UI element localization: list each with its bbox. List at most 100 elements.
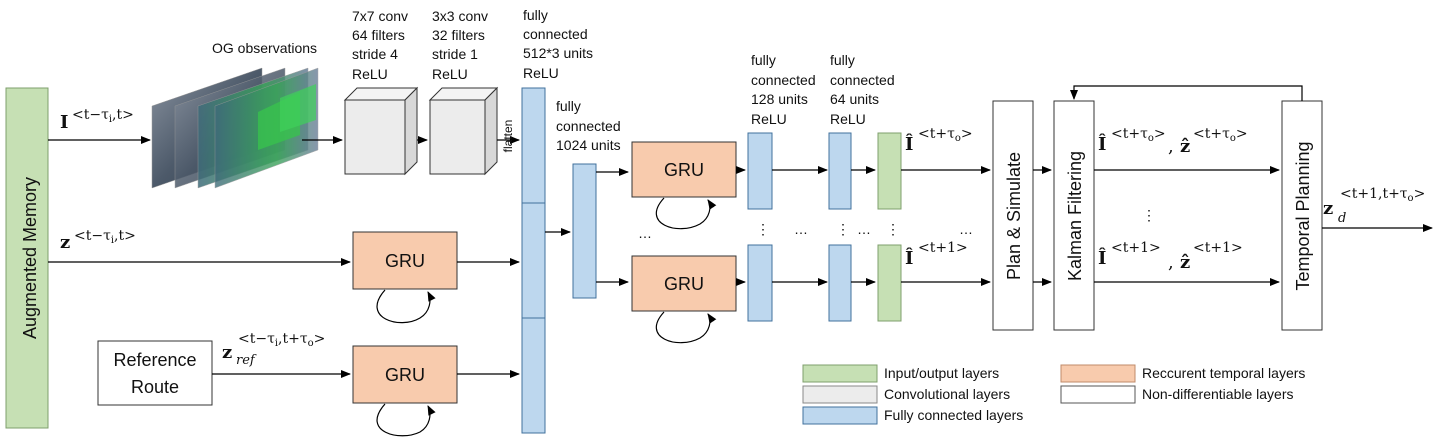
fc512-text: fully connected 512*3 units ReLU bbox=[523, 7, 593, 81]
output-bottom-label: Î <t+1> bbox=[905, 240, 968, 269]
temporal-planning-block: Temporal Planning bbox=[1281, 100, 1323, 331]
vdots-out: ⋮ bbox=[886, 221, 900, 237]
svg-text:GRU: GRU bbox=[664, 274, 704, 294]
augmented-memory-label: Augmented Memory bbox=[20, 177, 40, 339]
svg-text:<t+τo>: <t+τo> bbox=[918, 126, 973, 144]
svg-text:GRU: GRU bbox=[385, 251, 425, 271]
svg-text:ReLU: ReLU bbox=[523, 65, 559, 81]
svg-text:Î: Î bbox=[1098, 246, 1106, 269]
svg-text:Î: Î bbox=[905, 246, 913, 269]
legend-swatch-io bbox=[802, 364, 878, 383]
svg-text:3x3 conv: 3x3 conv bbox=[432, 8, 488, 24]
svg-text:fully: fully bbox=[556, 98, 581, 114]
conv1-text: 7x7 conv 64 filters stride 4 ReLU bbox=[352, 8, 408, 82]
fc64-top-block bbox=[828, 132, 852, 210]
svg-text:z: z bbox=[1323, 198, 1333, 219]
svg-text:<t+1>: <t+1> bbox=[1111, 240, 1161, 256]
svg-text:ReLU: ReLU bbox=[830, 111, 866, 127]
svg-text:stride 1: stride 1 bbox=[432, 46, 478, 62]
svg-text:1024 units: 1024 units bbox=[556, 137, 621, 153]
reference-route-block: Reference Route bbox=[97, 340, 213, 406]
kalman-block: Kalman Filtering bbox=[1053, 100, 1095, 331]
output-top-label: Î <t+τo> bbox=[905, 126, 973, 155]
svg-text:ReLU: ReLU bbox=[751, 111, 787, 127]
svg-text:,: , bbox=[1168, 252, 1174, 273]
svg-text:d: d bbox=[1338, 211, 1346, 226]
flatten-label: flatten bbox=[501, 120, 515, 153]
svg-text:<t−τi,t+τo>: <t−τi,t+τo> bbox=[238, 331, 325, 349]
input-z-label: z <t−τi,t> bbox=[60, 228, 136, 253]
svg-text:Kalman Filtering: Kalman Filtering bbox=[1065, 151, 1085, 281]
fc64-bottom-block bbox=[828, 244, 852, 322]
fc512-block bbox=[521, 87, 546, 434]
plan-simulate-block: Plan & Simulate bbox=[992, 100, 1034, 331]
legend-rnn-label: Reccurent temporal layers bbox=[1142, 365, 1305, 381]
svg-text:Î: Î bbox=[905, 132, 913, 155]
vdots-fc128: ⋮ bbox=[756, 221, 770, 237]
svg-text:7x7 conv: 7x7 conv bbox=[352, 8, 408, 24]
svg-text:Plan & Simulate: Plan & Simulate bbox=[1004, 152, 1024, 280]
fc1024-block bbox=[572, 163, 597, 299]
gru-top-block: GRU bbox=[631, 141, 737, 230]
svg-text:<t+1,t+τo>: <t+1,t+τo> bbox=[1340, 186, 1425, 204]
svg-text:fully: fully bbox=[830, 52, 855, 68]
legend-swatch-conv bbox=[802, 385, 878, 404]
svg-text:connected: connected bbox=[751, 72, 816, 88]
fc128-text: fully connected 128 units ReLU bbox=[751, 52, 816, 127]
svg-text:ẑ: ẑ bbox=[1180, 136, 1190, 157]
I-symbol: I bbox=[60, 112, 68, 133]
svg-text:128 units: 128 units bbox=[751, 91, 808, 107]
fc128-top-block bbox=[747, 132, 773, 210]
svg-text:connected: connected bbox=[830, 72, 895, 88]
dots-gru: … bbox=[638, 225, 652, 241]
svg-text:connected: connected bbox=[523, 26, 588, 42]
augmented-memory-block: Augmented Memory bbox=[5, 87, 49, 429]
legend-io-label: Input/output layers bbox=[884, 365, 999, 381]
og-observations-image bbox=[151, 67, 319, 189]
legend-fc-label: Fully connected layers bbox=[884, 407, 1023, 423]
legend-swatch-fc bbox=[802, 406, 878, 425]
output-bottom-block bbox=[877, 244, 902, 322]
conv2-text: 3x3 conv 32 filters stride 1 ReLU bbox=[432, 8, 488, 82]
svg-text:<t+1>: <t+1> bbox=[1193, 240, 1243, 256]
svg-text:<t+τo>: <t+τo> bbox=[1193, 126, 1248, 144]
gru-z-block: GRU bbox=[352, 231, 458, 324]
gru-bottom-block: GRU bbox=[631, 255, 737, 344]
og-observations-label: OG observations bbox=[212, 40, 317, 56]
kalman-top-label: Î <t+τo> , ẑ <t+τo> bbox=[1098, 126, 1248, 157]
legend-swatch-nondiff bbox=[1060, 385, 1136, 404]
z-superscript: <t−τi,t> bbox=[74, 228, 136, 246]
svg-text:connected: connected bbox=[556, 118, 621, 134]
svg-text:,: , bbox=[1168, 136, 1174, 157]
svg-text:Reference: Reference bbox=[113, 350, 196, 370]
svg-text:fully: fully bbox=[751, 52, 776, 68]
svg-text:ReLU: ReLU bbox=[352, 66, 388, 82]
zref-label: z <t−τi,t+τo> ref bbox=[222, 331, 325, 368]
fc128-bottom-block bbox=[747, 244, 773, 322]
svg-text:32 filters: 32 filters bbox=[432, 27, 485, 43]
svg-text:ReLU: ReLU bbox=[432, 66, 468, 82]
kalman-bottom-label: Î <t+1> , ẑ <t+1> bbox=[1098, 240, 1243, 273]
svg-text:ref: ref bbox=[236, 353, 257, 368]
I-superscript: <t−τi,t> bbox=[72, 107, 134, 125]
legend: Input/output layers Convolutional layers… bbox=[802, 364, 1305, 425]
svg-text:ẑ: ẑ bbox=[1180, 252, 1190, 273]
svg-text:Î: Î bbox=[1098, 132, 1106, 155]
svg-text:GRU: GRU bbox=[385, 365, 425, 385]
z-symbol: z bbox=[60, 232, 70, 253]
vdots-fc64: ⋮ bbox=[836, 221, 850, 237]
vdots-kalman: ⋮ bbox=[1142, 207, 1156, 223]
svg-text:Temporal Planning: Temporal Planning bbox=[1293, 141, 1313, 290]
input-I-label: I <t−τi,t> bbox=[60, 107, 134, 133]
legend-conv-label: Convolutional layers bbox=[884, 386, 1010, 402]
svg-text:512*3 units: 512*3 units bbox=[523, 45, 593, 61]
fc1024-text: fully connected 1024 units bbox=[556, 98, 621, 153]
legend-nondiff-label: Non-differentiable layers bbox=[1142, 386, 1294, 402]
svg-text:stride 4: stride 4 bbox=[352, 46, 398, 62]
fc64-text: fully connected 64 units ReLU bbox=[830, 52, 895, 127]
svg-text:<t+τo>: <t+τo> bbox=[1111, 126, 1166, 144]
svg-text:<t+1>: <t+1> bbox=[918, 240, 968, 256]
svg-text:64 units: 64 units bbox=[830, 91, 879, 107]
gru-ref-block: GRU bbox=[352, 345, 458, 437]
